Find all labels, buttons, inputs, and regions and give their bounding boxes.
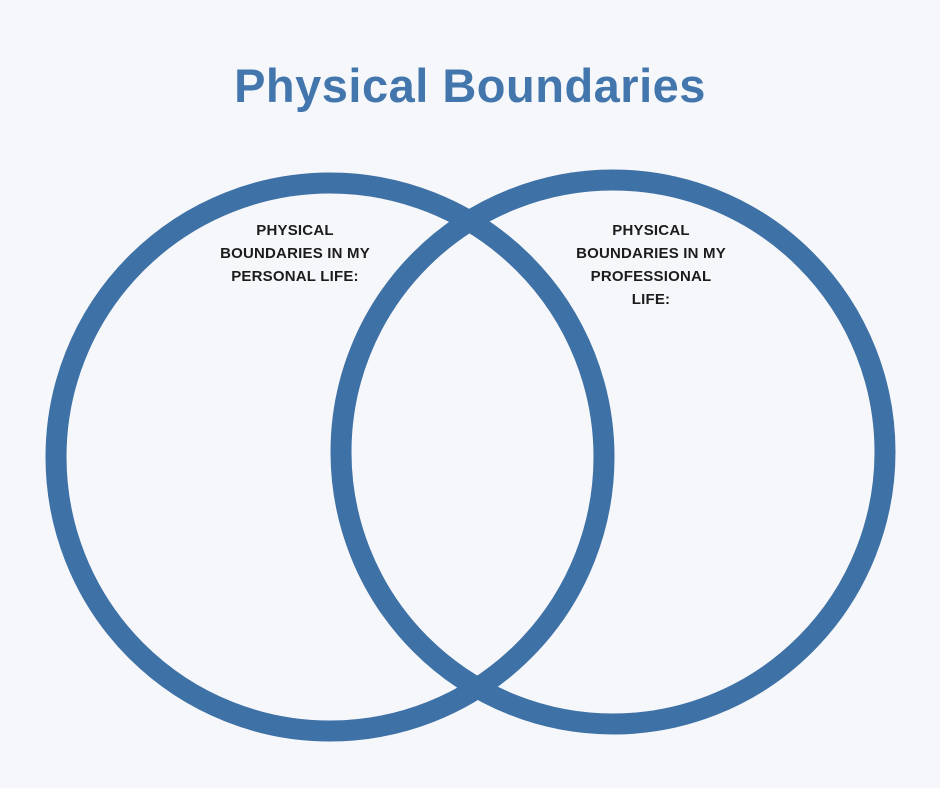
venn-left-circle [45, 172, 615, 742]
venn-right-label-line: PHYSICAL [612, 222, 690, 239]
venn-right-circle [330, 169, 896, 735]
page-title: Physical Boundaries [234, 59, 706, 112]
venn-right-label-line: BOUNDARIES IN MY [576, 245, 726, 262]
venn-left-label-line: BOUNDARIES IN MY [220, 245, 370, 262]
venn-left-label-line: PERSONAL LIFE: [231, 268, 359, 285]
venn-left-label: PHYSICAL BOUNDARIES IN MY PERSONAL LIFE: [195, 219, 395, 288]
venn-right-label: PHYSICAL BOUNDARIES IN MY PROFESSIONAL L… [551, 219, 751, 311]
venn-left-label-line: PHYSICAL [256, 222, 334, 239]
venn-right-label-line: LIFE: [631, 291, 671, 308]
venn-right-label-line: PROFESSIONAL [590, 268, 712, 285]
